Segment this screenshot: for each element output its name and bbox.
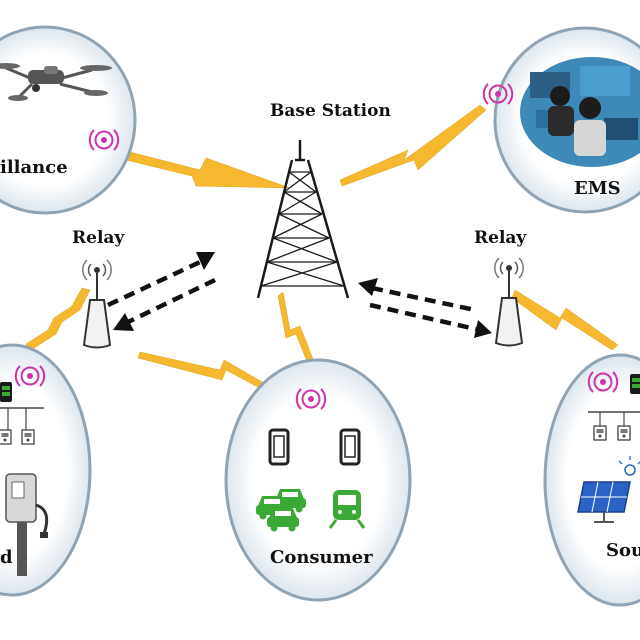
smartphone-icon bbox=[268, 428, 290, 466]
meter-icon bbox=[617, 425, 631, 441]
left-node: d bbox=[0, 343, 92, 597]
relay-left-label: Relay bbox=[72, 228, 125, 248]
relay-right-label: Relay bbox=[474, 228, 527, 248]
left-upper-dashed-link bbox=[107, 259, 201, 308]
relay-links bbox=[107, 259, 481, 333]
surveillance-label: illance bbox=[0, 157, 68, 178]
arrowheads bbox=[113, 252, 492, 338]
arrowhead-right-upper bbox=[358, 278, 378, 296]
relay-antenna-icon bbox=[81, 259, 113, 349]
base-station-label: Base Station bbox=[270, 101, 391, 121]
consumer-label: Consumer bbox=[270, 547, 373, 568]
ev-charger-icon bbox=[5, 473, 49, 576]
right-lower-dashed-link bbox=[369, 302, 481, 333]
wireless-links bbox=[25, 104, 619, 401]
consumer-node: Consumer bbox=[224, 358, 412, 602]
arrowhead-left-lower bbox=[113, 313, 134, 331]
ems-node: EMS bbox=[482, 26, 640, 214]
link-right-relay-node bbox=[511, 289, 619, 351]
arrowhead-right-lower bbox=[474, 320, 492, 338]
smartphone-icon bbox=[339, 428, 361, 466]
drone-icon bbox=[0, 63, 112, 101]
left-node-label: d bbox=[0, 547, 13, 568]
meter-icon bbox=[0, 429, 12, 445]
surveillance-node: illance bbox=[0, 25, 137, 215]
train-icon bbox=[328, 490, 366, 529]
right-upper-dashed-link bbox=[371, 285, 476, 313]
meter-icon bbox=[21, 429, 35, 445]
link-left-relay-node bbox=[25, 287, 91, 353]
right-node-label: Sou bbox=[606, 540, 640, 561]
right-node: Sou bbox=[543, 353, 640, 607]
meter-icon bbox=[593, 425, 607, 441]
ems-label: EMS bbox=[574, 178, 621, 199]
tower-icon bbox=[256, 140, 350, 299]
link-ems-tower bbox=[339, 104, 487, 187]
link-surveillance-tower bbox=[117, 149, 291, 189]
arrowhead-left-upper bbox=[196, 252, 215, 270]
left-lower-dashed-link bbox=[127, 277, 216, 325]
control-room-photo bbox=[520, 57, 640, 167]
solar-panel-icon bbox=[577, 456, 640, 523]
